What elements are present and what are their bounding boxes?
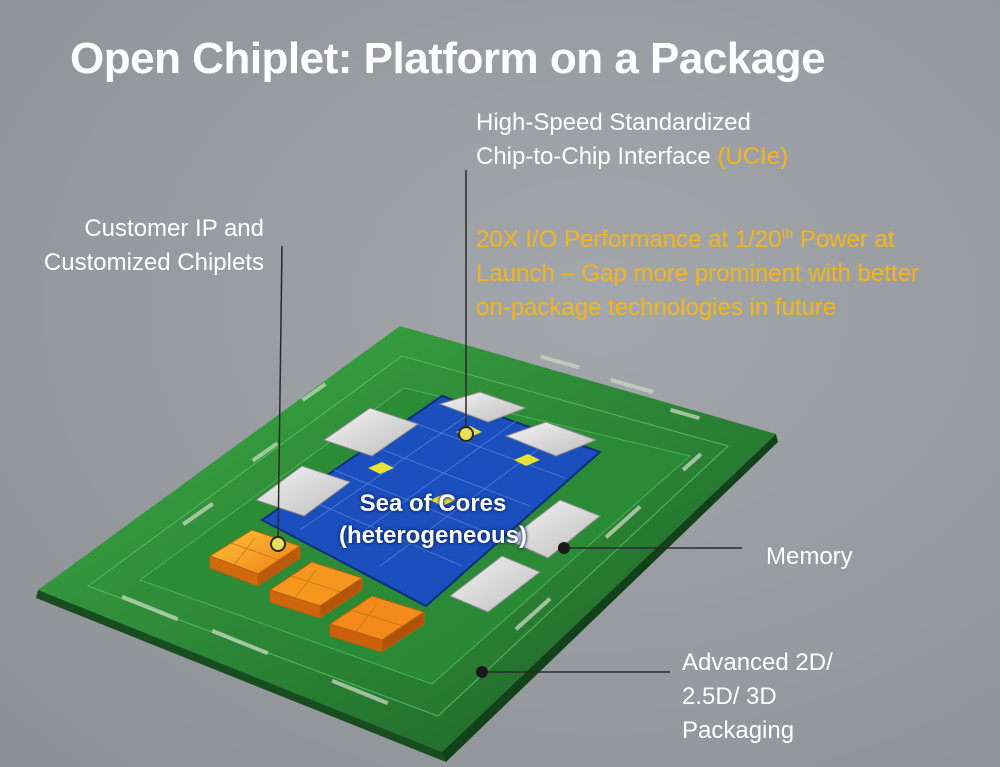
customer-label: Customer IP and Customized Chiplets — [12, 212, 264, 280]
performance-note: 20X I/O Performance at 1/20th Power at L… — [476, 216, 919, 325]
performance-line2: Launch – Gap more prominent with better — [476, 260, 919, 287]
cores-line2: (heterogeneous) — [338, 522, 527, 549]
memory-label: Memory — [766, 543, 853, 570]
performance-line1-pre: 20X I/O Performance at 1/20 — [476, 226, 782, 253]
packaging-label: Advanced 2D/ 2.5D/ 3D Packaging — [682, 646, 833, 748]
memory-chiplets — [254, 391, 601, 613]
callout-dots — [270, 426, 570, 678]
interface-line2: Chip-to-Chip Interface (UCIe) — [476, 140, 788, 174]
performance-superscript: th — [781, 225, 794, 241]
callout-lines — [277, 170, 742, 673]
performance-line1-post: Power at — [793, 226, 895, 253]
customer-line2: Customized Chiplets — [43, 249, 264, 276]
packaging-line2: 2.5D/ 3D — [682, 683, 777, 710]
page-title: Open Chiplet: Platform on a Package — [70, 34, 826, 83]
ucie-accent: (UCIe) — [717, 143, 789, 170]
performance-line1: 20X I/O Performance at 1/20th Power at — [476, 216, 919, 257]
performance-line3: on-package technologies in future — [476, 294, 837, 321]
packaging-line3: Packaging — [682, 717, 795, 744]
customer-line1: Customer IP and — [84, 215, 264, 242]
interface-line2-text: Chip-to-Chip Interface — [476, 143, 718, 170]
interface-label: High-Speed Standardized Chip-to-Chip Int… — [476, 106, 788, 174]
sea-of-cores-label: Sea of Cores (heterogeneous) — [318, 488, 548, 552]
interface-line1: High-Speed Standardized — [476, 109, 751, 136]
packaging-line1: Advanced 2D/ — [682, 649, 833, 676]
cores-line1: Sea of Cores — [359, 490, 507, 517]
